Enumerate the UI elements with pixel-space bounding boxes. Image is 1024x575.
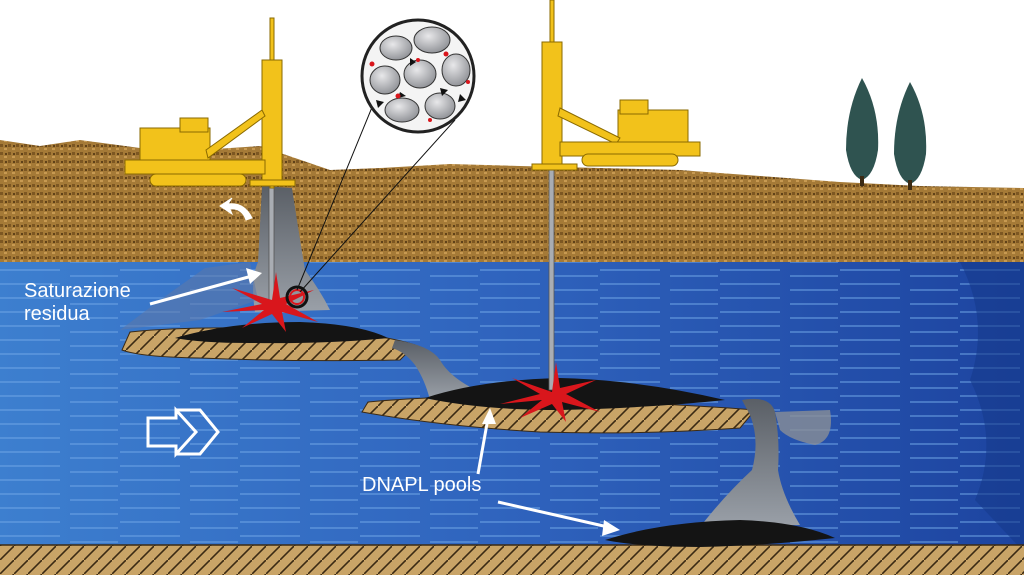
dnapl-pool-bottom: [605, 520, 835, 547]
hotspot-left: [222, 272, 318, 332]
sample-point-marker: [285, 285, 309, 309]
return-arrow-icon: [219, 197, 253, 221]
bottom-aquitard: [0, 545, 1024, 575]
hotspot-middle: [500, 362, 600, 422]
tree-icon: [846, 78, 879, 186]
saturazione-line2: residua: [24, 303, 90, 325]
drill-rig-icon: [124, 17, 296, 189]
saturazione-line1: Saturazione: [24, 280, 131, 302]
borehole-middle: [548, 167, 555, 391]
tree-icon: [894, 82, 927, 190]
dnapl-pool-left: [175, 322, 388, 344]
flow-arrow-icon: [146, 406, 220, 458]
saturazione-residua-label: Saturazione residua: [24, 280, 164, 326]
dnapl-pools-label: DNAPL pools: [362, 474, 482, 496]
pointer-arrows: [149, 268, 620, 536]
dnapl-pool-middle: [425, 378, 725, 410]
magnifier-icon: [360, 18, 476, 134]
drill-rig-icon: [531, 0, 701, 171]
